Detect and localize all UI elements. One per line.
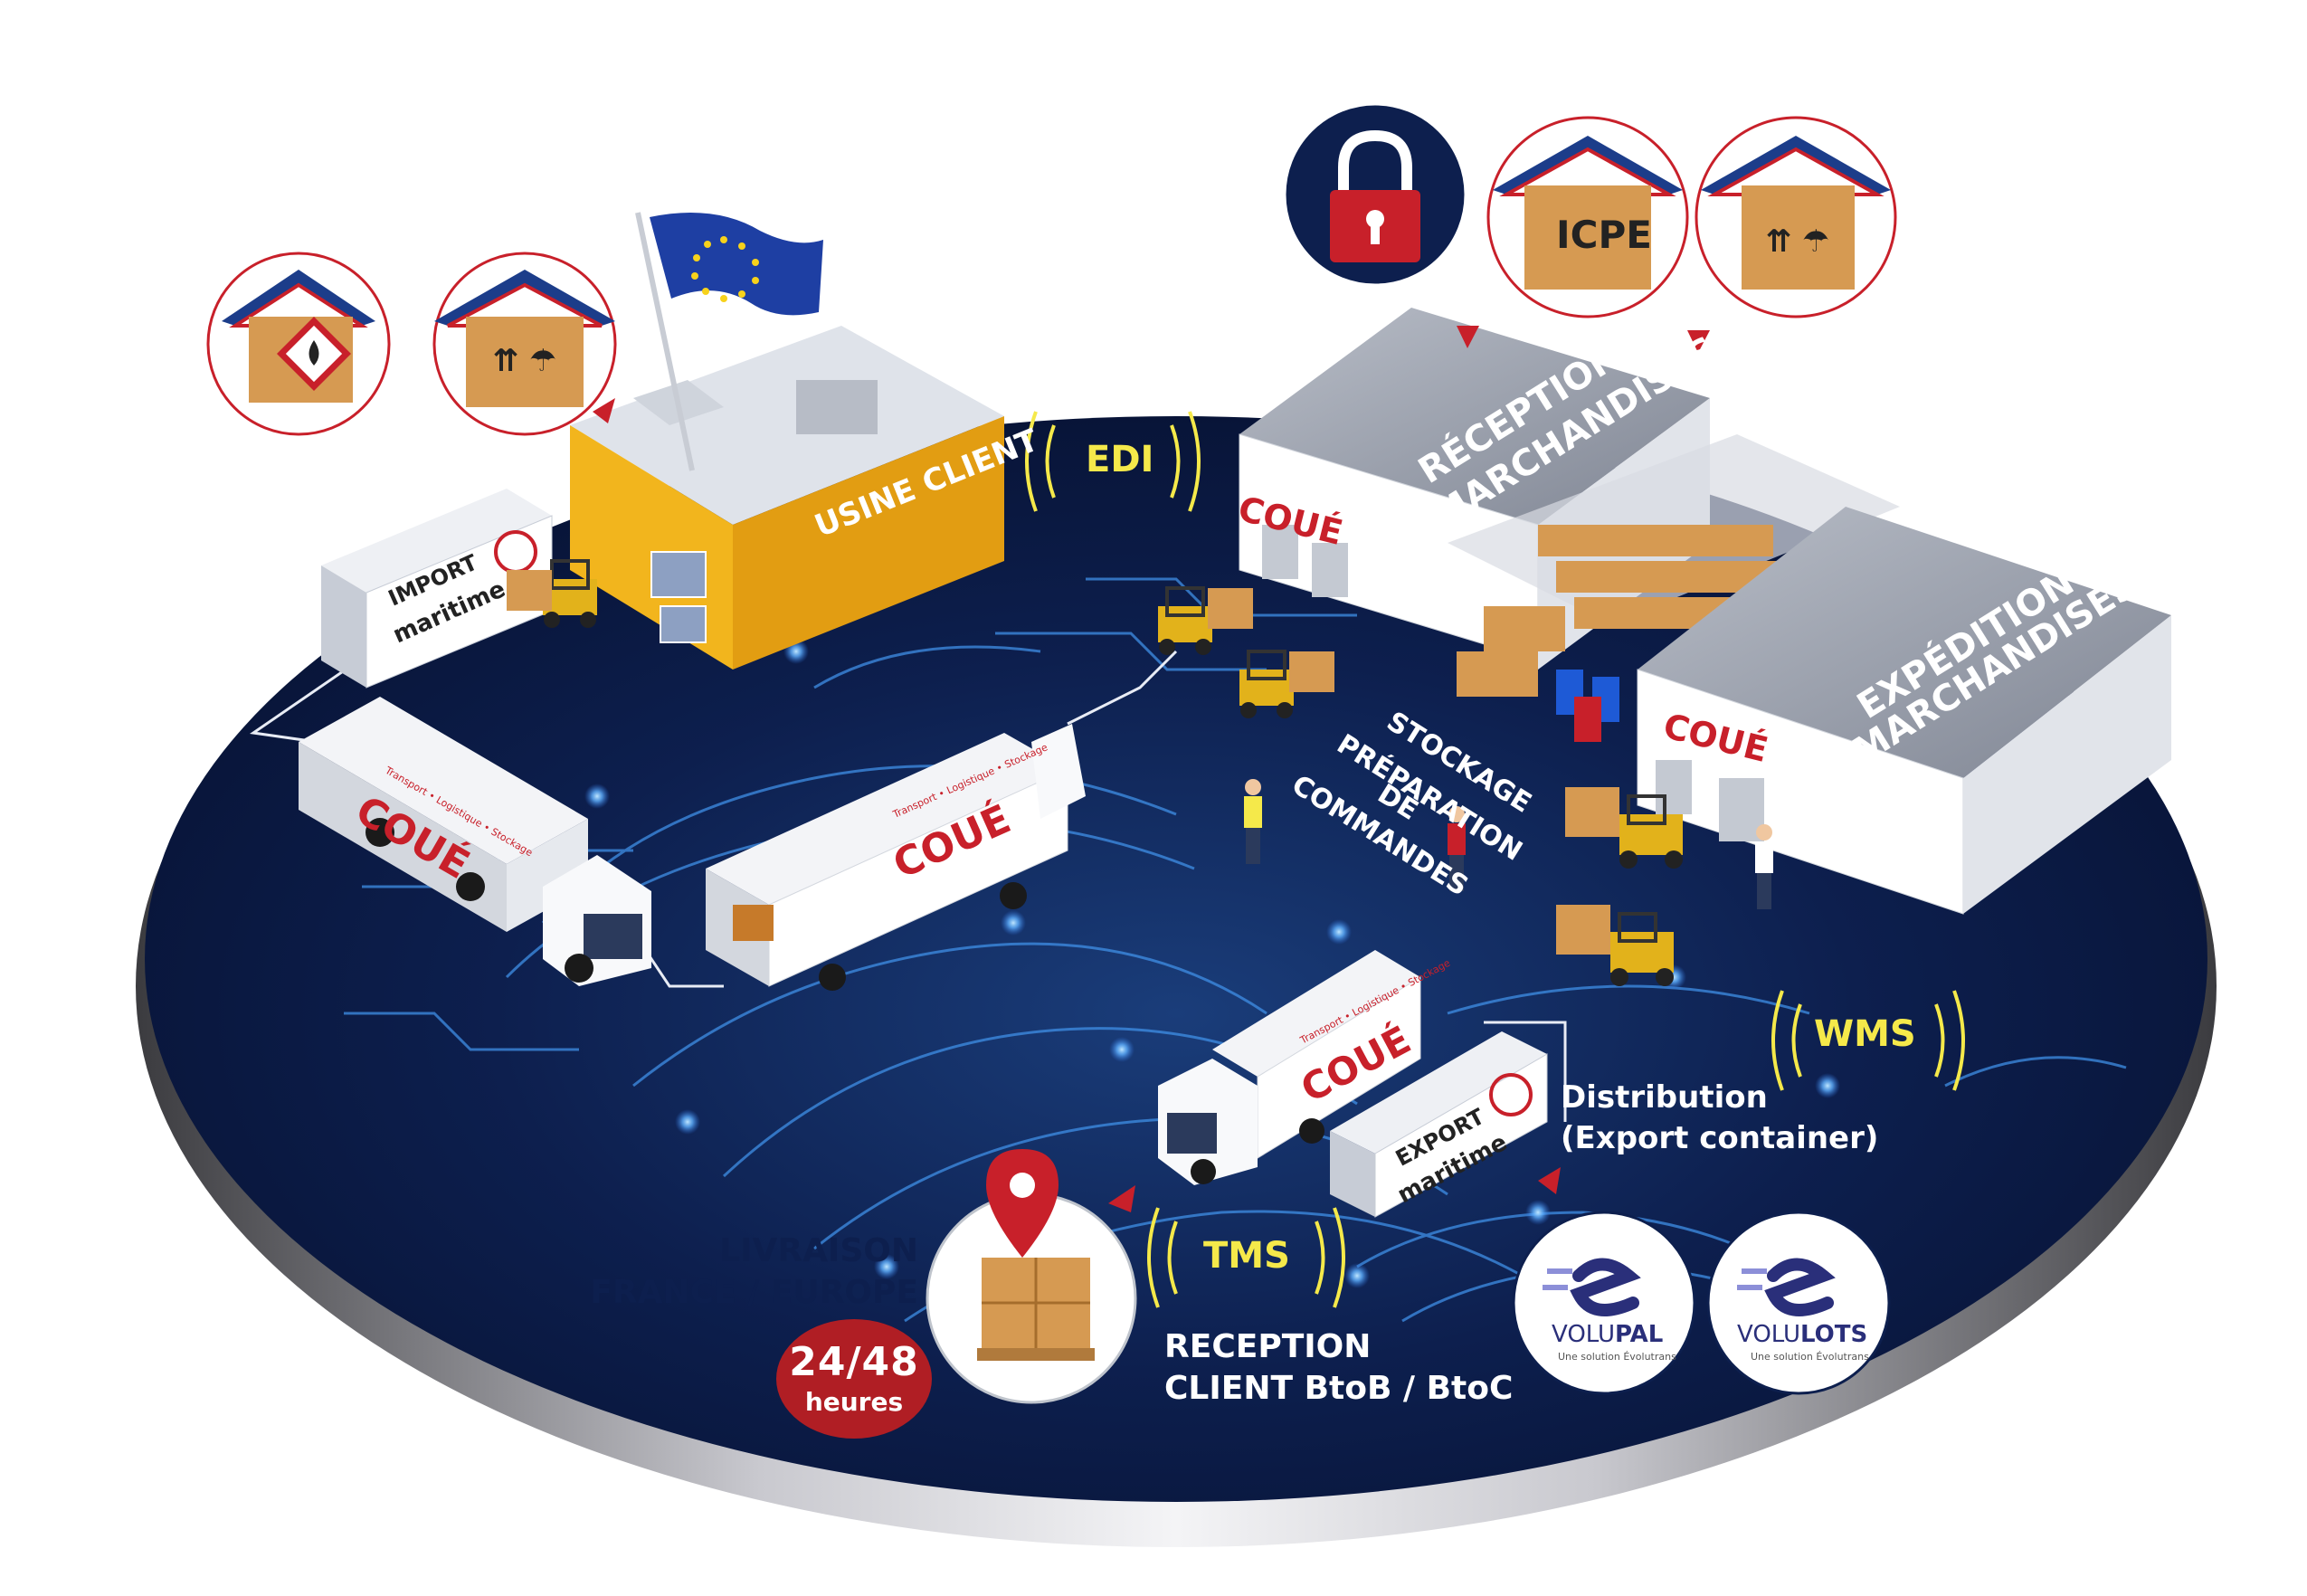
factory-building — [570, 326, 1004, 670]
signal-arcs — [1025, 411, 1965, 1308]
truck-left — [299, 697, 651, 986]
edi-label: EDI — [1086, 439, 1154, 480]
icpe-label: ICPE — [1556, 213, 1652, 257]
distribution-label-1: Distribution — [1561, 1079, 1768, 1116]
truck-middle — [706, 724, 1086, 991]
icpe-storage-badge — [1486, 116, 1689, 318]
livraison-label-1: LIVRAISON — [719, 1232, 918, 1269]
forklifts — [507, 559, 1683, 986]
volulots-name-a: VOLU — [1737, 1321, 1801, 1348]
svg-text:⇈ ☂: ⇈ ☂ — [1766, 223, 1830, 260]
volulots-name-b: LOTS — [1800, 1321, 1868, 1348]
fragile-storage-badge-2: ⇈ ☂ — [1695, 116, 1897, 318]
location-pin-icon — [986, 1149, 1059, 1258]
delivery-badge — [926, 1192, 1137, 1404]
expedition-warehouse — [1637, 507, 2171, 915]
distribution-label-2: (Export container) — [1561, 1120, 1879, 1156]
workers — [1244, 779, 1773, 909]
eu-flag-icon — [635, 212, 823, 471]
volupal-tagline: Une solution Évolutrans — [1558, 1351, 1676, 1363]
volulots-logo — [1706, 1211, 1891, 1395]
reception-client-label-2: CLIENT BtoB / BtoC — [1164, 1370, 1514, 1407]
export-container — [1330, 1031, 1548, 1218]
flow-arrows — [593, 326, 1710, 1212]
livraison-label-2: FRANCE / EUROPE — [590, 1274, 918, 1311]
truck-bottom — [1158, 950, 1421, 1185]
volupal-logo — [1512, 1211, 1696, 1395]
volulots-name: VOLULOTS — [1737, 1321, 1867, 1348]
volupal-name: VOLUPAL — [1552, 1321, 1663, 1348]
volupal-name-a: VOLU — [1552, 1321, 1616, 1348]
badge-hours-unit: heures — [804, 1387, 904, 1417]
volulots-tagline: Une solution Évolutrans — [1751, 1351, 1869, 1363]
hazard-storage-badge — [206, 252, 391, 436]
badge-hours-value: 24/48 — [789, 1339, 919, 1385]
storage-racks — [1448, 434, 1900, 742]
fragile-storage-badge: ⇈ ☂ — [432, 252, 617, 436]
volupal-name-b: PAL — [1615, 1321, 1664, 1348]
reception-client-label-1: RECEPTION — [1164, 1328, 1372, 1365]
wms-label: WMS — [1814, 1013, 1916, 1055]
svg-text:⇈ ☂: ⇈ ☂ — [493, 343, 557, 379]
delivery-time-badge: 24/48 heures — [776, 1319, 932, 1439]
padlock-icon — [1283, 102, 1467, 287]
tms-label: TMS — [1203, 1235, 1290, 1277]
